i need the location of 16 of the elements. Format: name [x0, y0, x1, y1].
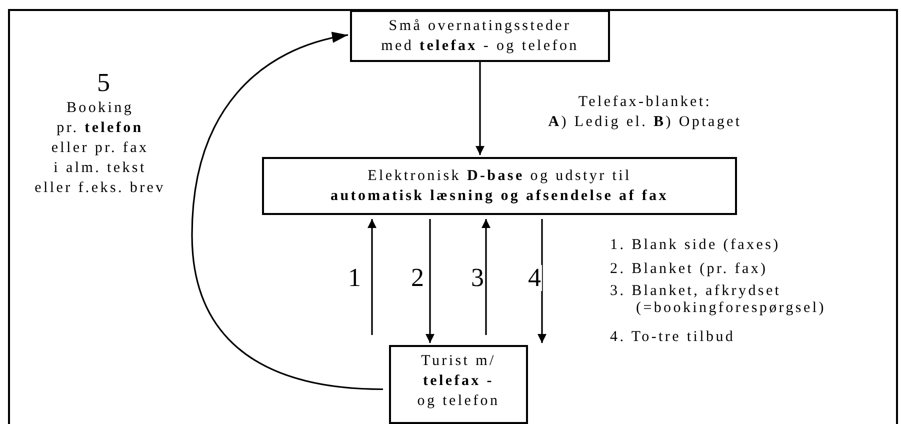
arrow	[191, 32, 384, 390]
arrow	[368, 219, 376, 335]
list-item: 4. To-tre tilbud	[610, 328, 736, 347]
arrow	[538, 219, 546, 343]
list-item: 2. Blanket (pr. fax)	[610, 260, 769, 279]
arrow	[426, 219, 434, 343]
arrow	[476, 62, 484, 155]
process-box: Små overnatingssteder med telefax - og telefon	[350, 10, 610, 62]
arrow	[482, 219, 490, 335]
edge-label: 4	[527, 265, 542, 291]
list-item: 1. Blank side (faxes)	[610, 236, 782, 255]
note-text: Booking pr. telefon eller pr. fax i alm. tekst eller f.eks. brev	[34, 99, 166, 198]
note-text: Telefax-blanket: A) Ledig el. B) Optaget	[547, 93, 743, 132]
list-item: 3. Blanket, afkrydset (=bookingforespørgsel)	[610, 283, 827, 317]
process-box: Elektronisk D-base og udstyr til automatisk læsning og afsendelse af fax	[262, 157, 737, 215]
process-box: Turist m/ telefax - og telefon	[389, 345, 528, 424]
